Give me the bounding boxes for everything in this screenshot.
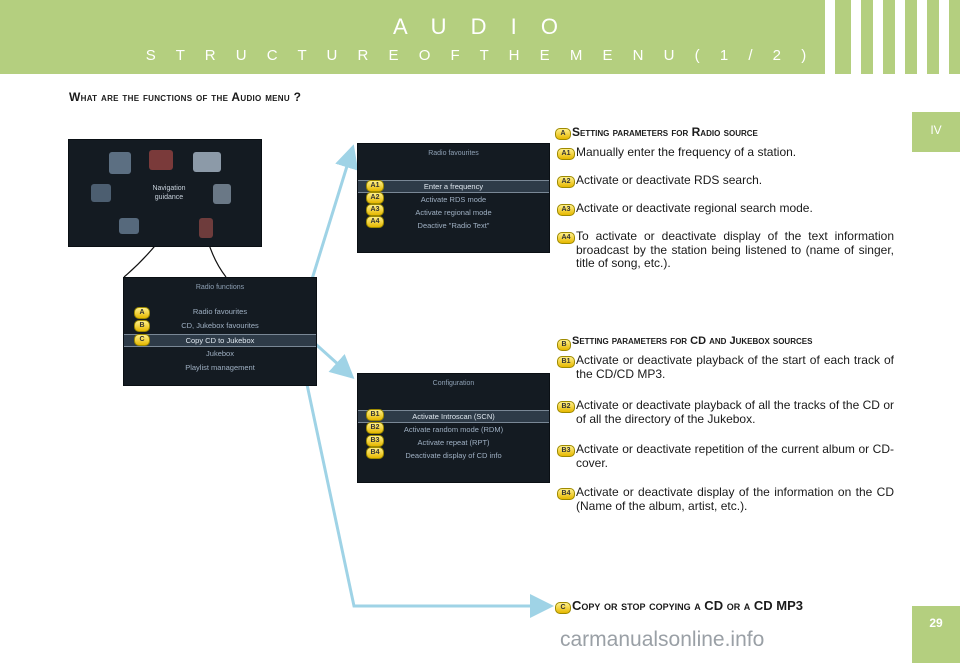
- badge-b2: B2: [366, 422, 384, 434]
- badge-section-c: C: [555, 602, 571, 614]
- info-icon: [119, 218, 139, 234]
- badge-a3: A3: [557, 204, 575, 216]
- menu-row[interactable]: Activate random mode (RDM): [403, 425, 504, 434]
- header-stripe-5: [917, 0, 927, 74]
- menu-row[interactable]: Radio favourites: [192, 307, 248, 316]
- menu-row-selected[interactable]: Copy CD to Jukebox: [124, 334, 316, 347]
- section-question: What are the functions of the Audio menu…: [69, 90, 302, 104]
- page-number: 29: [912, 606, 960, 663]
- settings-icon: [91, 184, 111, 202]
- label-navigation: Navigation: [152, 185, 186, 192]
- badge-b4: B4: [366, 447, 384, 459]
- section-a-heading: Setting parameters for Radio source: [572, 125, 758, 139]
- badge-c: C: [134, 334, 150, 346]
- chapter-tab: IV: [912, 112, 960, 152]
- item-b1-text: Activate or deactivate playback of the s…: [576, 353, 894, 381]
- item-a1-text: Manually enter the frequency of a statio…: [576, 145, 797, 159]
- label-guidance: guidance: [154, 194, 184, 201]
- item-a2-text: Activate or deactivate RDS search.: [576, 173, 763, 187]
- item-b4-text: Activate or deactivate display of the in…: [576, 485, 894, 513]
- page-title: A U D I O: [393, 14, 567, 39]
- badge-section-a: A: [555, 128, 571, 140]
- menu-row-selected[interactable]: Activate Introscan (SCN): [358, 410, 549, 423]
- badge-b: B: [134, 320, 150, 332]
- header-stripe-2: [851, 0, 861, 74]
- badge-b3: B3: [366, 435, 384, 447]
- menu-row[interactable]: Activate regional mode: [415, 208, 492, 217]
- item-b2-text: Activate or deactivate playback of all t…: [576, 398, 894, 426]
- badge-a1: A1: [557, 148, 575, 160]
- screen-title: Radio functions: [195, 284, 245, 291]
- menu-row[interactable]: Activate repeat (RPT): [417, 438, 490, 447]
- item-b3-text: Activate or deactivate repetition of the…: [576, 442, 894, 470]
- badge-b3: B3: [557, 445, 575, 457]
- badge-a: A: [134, 307, 150, 319]
- badge-b2: B2: [557, 401, 575, 413]
- header-stripe-4: [895, 0, 905, 74]
- badge-a3: A3: [366, 204, 384, 216]
- header-stripe-3: [873, 0, 883, 74]
- badge-b1: B1: [366, 409, 384, 421]
- section-c-heading: Copy or stop copying a CD or a CD MP3: [572, 598, 804, 613]
- menu-row-selected[interactable]: Enter a frequency: [358, 180, 549, 193]
- header-stripe-6: [939, 0, 949, 74]
- menu-row[interactable]: Jukebox: [206, 349, 234, 358]
- badge-a2: A2: [366, 192, 384, 204]
- menu-row[interactable]: Deactivate display of CD info: [405, 451, 502, 460]
- screen-title: Radio favourites: [428, 150, 479, 157]
- screen-radio-functions: Radio functions Radio favourites CD, Juk…: [123, 277, 317, 386]
- screen-main-menu: Navigation guidance: [68, 139, 262, 247]
- item-a4-text: To activate or deactivate display of the…: [576, 229, 894, 270]
- satellite-icon: [193, 152, 221, 172]
- section-b-heading: Setting parameters for CD and Jukebox so…: [572, 335, 813, 347]
- music-icon: [109, 152, 131, 174]
- page-header: A U D I O S T R U C T U R E O F T H E M …: [0, 0, 960, 74]
- telephone-icon: [213, 184, 231, 204]
- menu-row[interactable]: Deactive "Radio Text": [417, 221, 490, 230]
- menu-row[interactable]: CD, Jukebox favourites: [181, 321, 259, 330]
- watermark: carmanualsonline.info: [560, 628, 765, 651]
- screen-title: Configuration: [432, 380, 475, 387]
- badge-a2: A2: [557, 176, 575, 188]
- badge-b1: B1: [557, 356, 575, 368]
- page-subtitle: S T R U C T U R E O F T H E M E N U ( 1 …: [145, 47, 815, 64]
- menu-row[interactable]: Playlist management: [185, 363, 255, 372]
- screen-configuration: Configuration Activate Introscan (SCN) A…: [357, 373, 550, 483]
- item-a3-text: Activate or deactivate regional search m…: [576, 201, 813, 215]
- audio-icon: [199, 218, 213, 238]
- menu-row[interactable]: Activate RDS mode: [420, 195, 487, 204]
- badge-a4: A4: [557, 232, 575, 244]
- badge-a4: A4: [366, 216, 384, 228]
- warning-triangle-icon: [149, 150, 173, 170]
- badge-a1: A1: [366, 180, 384, 192]
- badge-section-b: B: [557, 339, 571, 351]
- header-stripe-1: [825, 0, 835, 74]
- badge-b4: B4: [557, 488, 575, 500]
- screen-radio-favourites: Radio favourites Enter a frequency Activ…: [357, 143, 550, 253]
